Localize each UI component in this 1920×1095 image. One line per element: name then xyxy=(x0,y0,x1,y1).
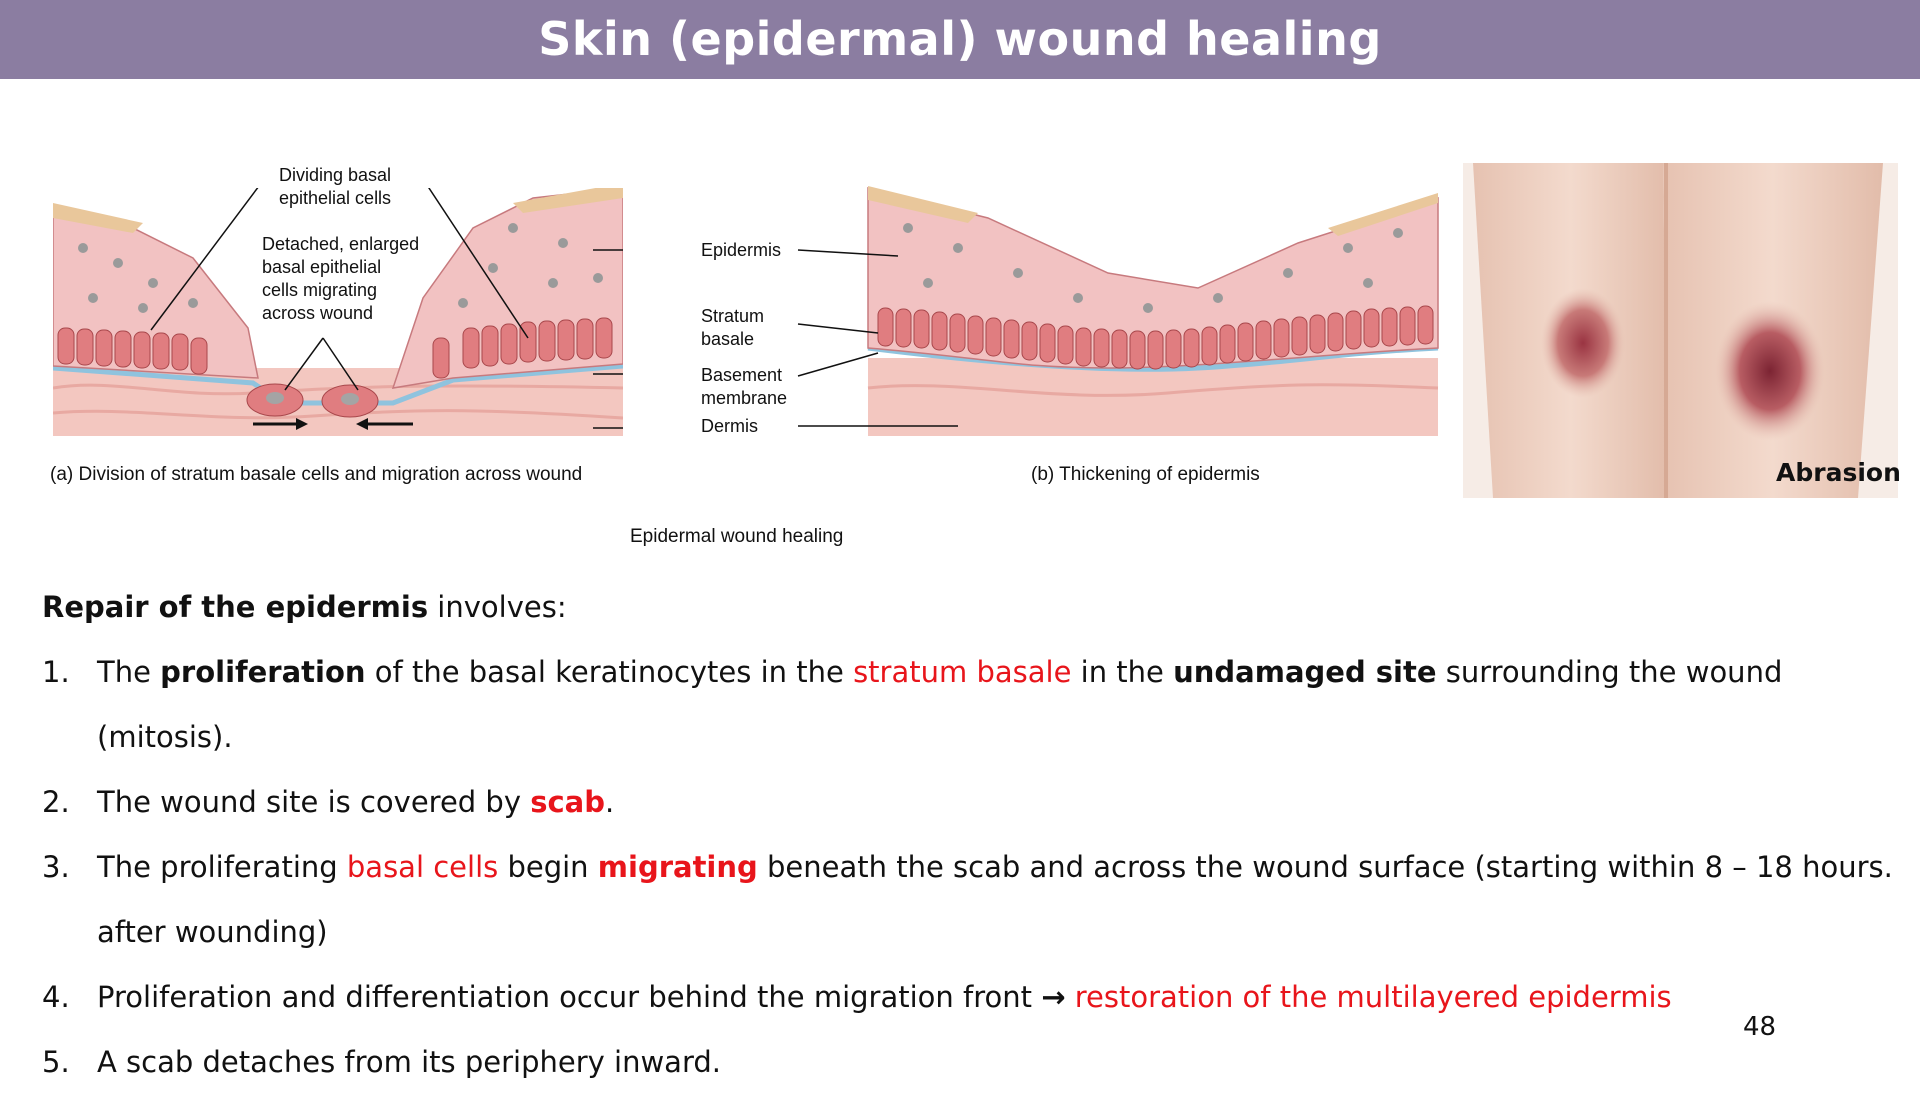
intro-bold: Repair of the epidermis xyxy=(42,590,429,624)
item-text: The proliferating xyxy=(97,850,347,884)
intro-line: Repair of the epidermis involves: xyxy=(42,575,1902,640)
item-text: The xyxy=(97,655,161,689)
label-stratum-2: basale xyxy=(701,329,755,349)
item-red-bold: scab xyxy=(530,785,605,819)
list-number: 1. xyxy=(42,655,70,689)
abrasion-photo xyxy=(1463,163,1898,498)
item-text: in the xyxy=(1071,655,1174,689)
label-dividing-basal-1: Dividing basal xyxy=(279,165,392,185)
item-text: . xyxy=(605,785,615,819)
item-bold: proliferation xyxy=(160,655,366,689)
item-text: The wound site is covered by xyxy=(97,785,531,819)
label-dermis: Dermis xyxy=(701,416,758,436)
repair-steps-list: 1. The proliferation of the basal keratin… xyxy=(42,640,1902,1095)
label-detached-3: cells migrating xyxy=(262,280,378,300)
figure-caption: Epidermal wound healing xyxy=(630,526,844,547)
list-item: 3. The proliferating basal cells begin mi… xyxy=(42,835,1902,965)
item-text: of the basal keratinocytes in the xyxy=(365,655,854,689)
caption-b: (b) Thickening of epidermis xyxy=(1031,464,1260,485)
item-red: basal cells xyxy=(346,850,499,884)
item-text xyxy=(1066,980,1075,1014)
diagram-wound-division xyxy=(53,188,623,436)
label-detached-2: basal epithelial xyxy=(262,257,382,277)
list-number: 5. xyxy=(42,1045,70,1079)
item-text: Proliferation and differentiation occur … xyxy=(97,980,1042,1014)
item-bold: undamaged site xyxy=(1173,655,1437,689)
label-basement-2: membrane xyxy=(701,388,788,408)
list-number: 4. xyxy=(42,980,70,1014)
item-text: A scab detaches from its periphery inwar… xyxy=(97,1045,721,1079)
body-text: Repair of the epidermis involves: 1. The … xyxy=(42,575,1902,1095)
label-stratum-1: Stratum xyxy=(701,306,765,326)
diagram-epidermis-thickening xyxy=(797,186,1439,436)
item-red-bold: migrating xyxy=(597,850,758,884)
label-epidermis: Epidermis xyxy=(701,240,782,260)
slide-title: Skin (epidermal) wound healing xyxy=(0,0,1920,79)
list-number: 2. xyxy=(42,785,70,819)
label-detached-1: Detached, enlarged xyxy=(262,234,420,254)
item-text: surrounding the wound (mitosis). xyxy=(97,655,1783,754)
intro-rest: involves: xyxy=(428,590,567,624)
label-dividing-basal-2: epithelial cells xyxy=(279,188,392,208)
label-detached-4: across wound xyxy=(262,303,374,323)
item-red: restoration of the multilayered epidermi… xyxy=(1074,980,1672,1014)
list-item: 2. The wound site is covered by scab. xyxy=(42,770,1902,835)
list-number: 3. xyxy=(42,850,70,884)
arrow-icon: → xyxy=(1041,980,1066,1014)
page-number: 48 xyxy=(1743,1012,1777,1042)
list-item: 5. A scab detaches from its periphery inw… xyxy=(42,1030,1902,1095)
item-text: beneath the scab and across the wound su… xyxy=(97,850,1893,949)
list-item: 4. Proliferation and differentiation occu… xyxy=(42,965,1902,1030)
caption-a: (a) Division of stratum basale cells and… xyxy=(50,464,583,485)
item-red: stratum basale xyxy=(853,655,1072,689)
label-basement-1: Basement xyxy=(701,365,783,385)
item-text: begin xyxy=(498,850,598,884)
photo-label-abrasion: Abrasion xyxy=(1776,458,1901,487)
list-item: 1. The proliferation of the basal keratin… xyxy=(42,640,1902,770)
